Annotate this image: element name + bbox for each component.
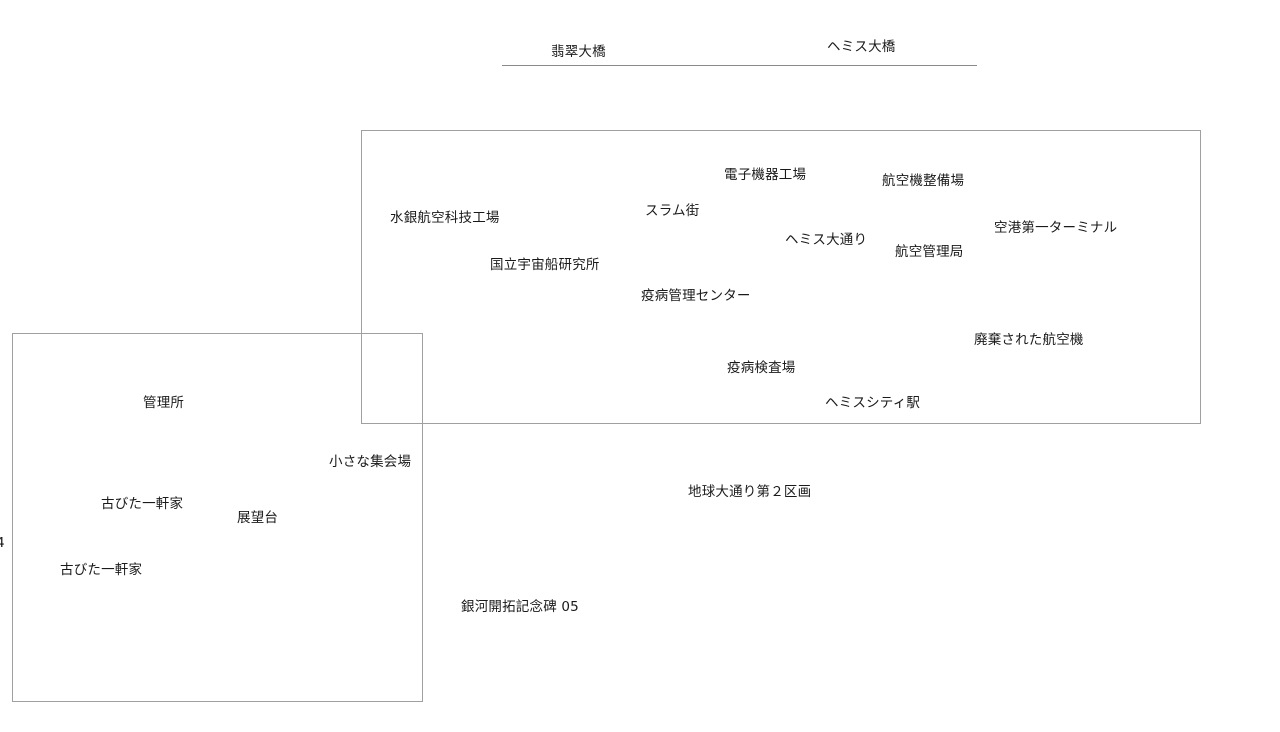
management-office-label[interactable]: 管理所 — [143, 395, 185, 411]
old-house-label[interactable]: 古びた一軒家 — [60, 562, 143, 578]
aviation-authority-label[interactable]: 航空管理局 — [895, 244, 964, 260]
galaxy-monument-label[interactable]: 銀河開拓記念碑 05 — [461, 599, 579, 615]
abandoned-aircraft-label[interactable]: 廃棄された航空機 — [974, 332, 1084, 348]
electronics-factory-label[interactable]: 電子機器工場 — [724, 167, 807, 183]
upper-district-boundary — [361, 130, 1201, 424]
disease-control-center-label[interactable]: 疫病管理センター — [641, 288, 751, 304]
hemis-bridge-label[interactable]: ヘミス大橋 — [827, 39, 896, 55]
slum-label[interactable]: スラム街 — [645, 203, 700, 219]
earth-avenue-district-label[interactable]: 地球大通り第２区画 — [688, 484, 812, 500]
small-hall-label[interactable]: 小さな集会場 — [329, 454, 412, 470]
mercury-aviation-factory-label[interactable]: 水銀航空科技工場 — [390, 210, 500, 226]
aircraft-maintenance-label[interactable]: 航空機整備場 — [882, 173, 965, 189]
bridge-road-line — [502, 65, 977, 66]
jade-bridge-label[interactable]: 翡翠大橋 — [551, 44, 606, 60]
hemis-station-label[interactable]: ヘミスシティ駅 — [825, 395, 921, 411]
space-research-institute-label[interactable]: 国立宇宙船研究所 — [490, 257, 600, 273]
lower-left-district-boundary — [12, 333, 423, 702]
quarantine-site-label[interactable]: 疫病検査場 — [727, 360, 796, 376]
airport-terminal-label[interactable]: 空港第一ターミナル — [994, 220, 1118, 236]
hemis-avenue-label[interactable]: ヘミス大通り — [785, 232, 868, 248]
observatory-label[interactable]: 展望台 — [237, 510, 279, 526]
old-house-label[interactable]: 古びた一軒家 — [101, 496, 184, 512]
edge-number-label: 4 — [0, 535, 5, 551]
